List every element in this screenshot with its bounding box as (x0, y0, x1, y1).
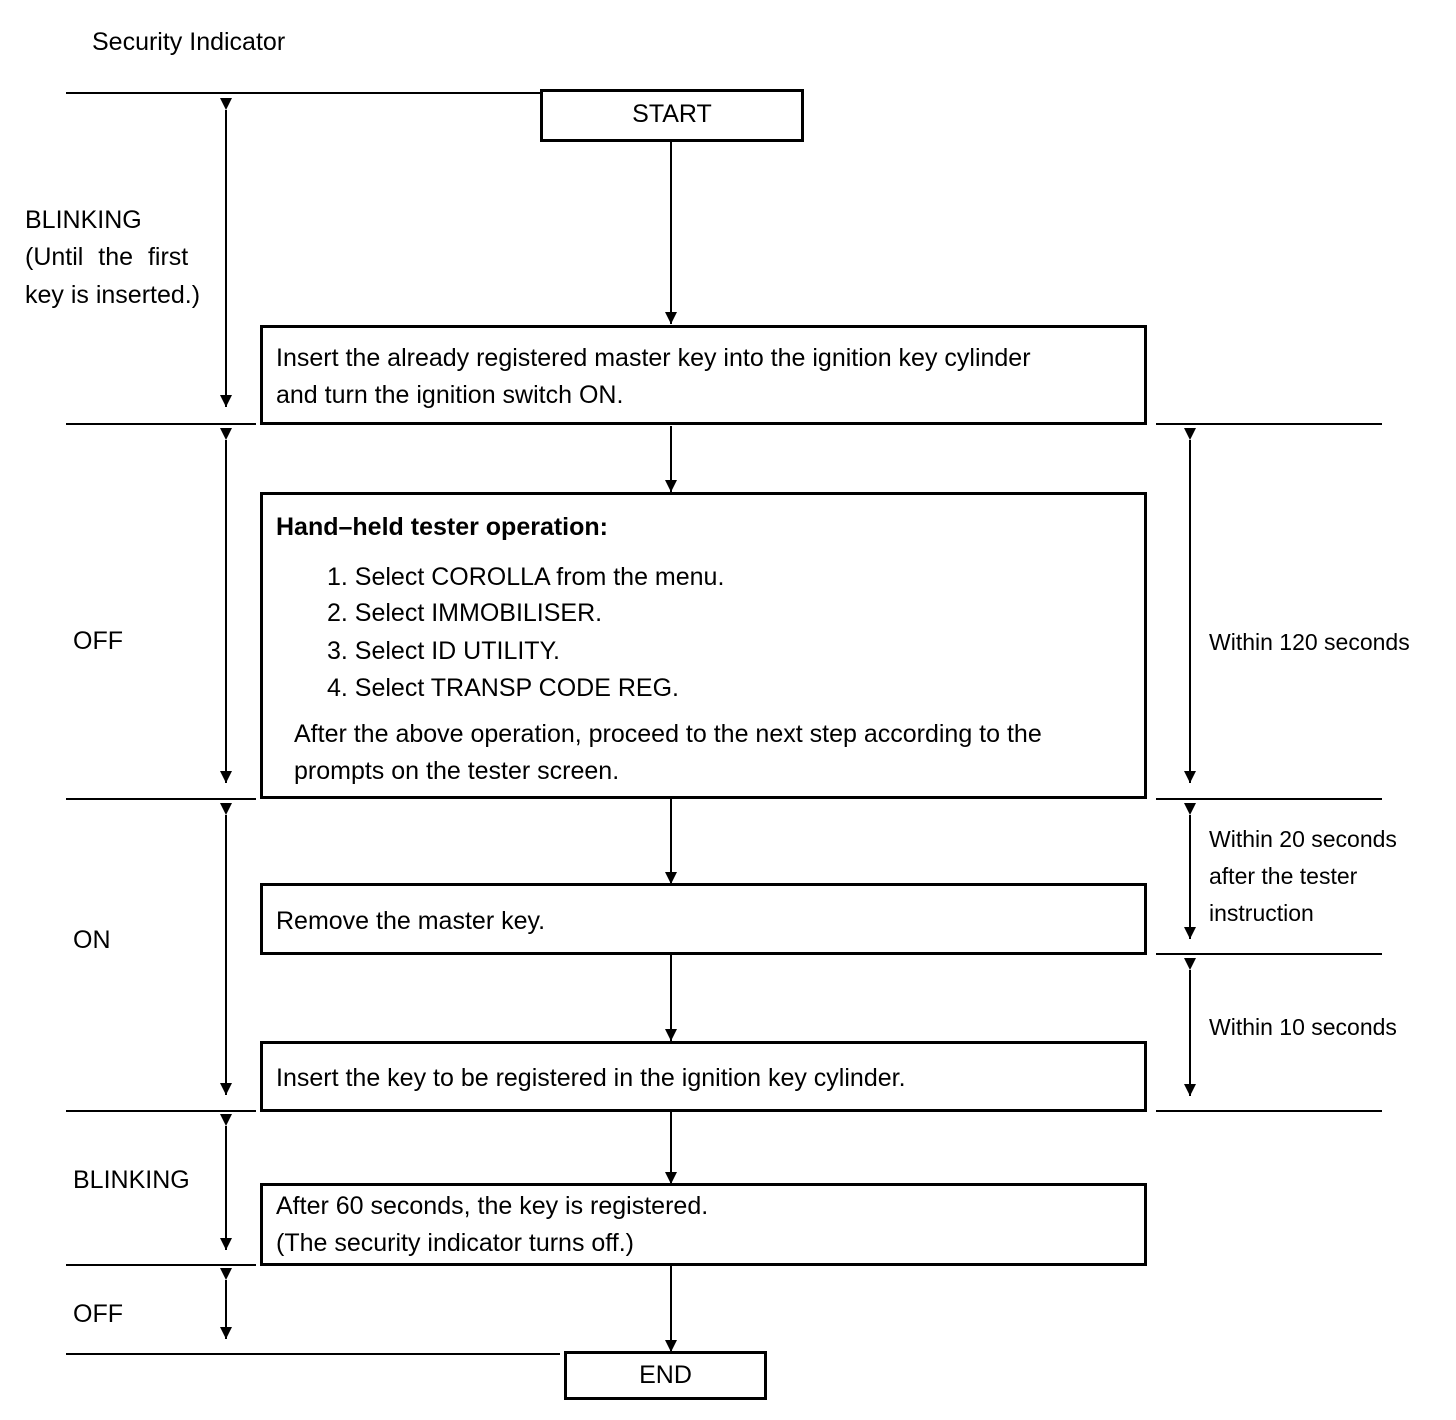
step-note: After the above operation, proceed to th… (294, 720, 1042, 748)
state-label-blinking: BLINKING (73, 1166, 190, 1194)
step-text: and turn the ignition switch ON. (276, 381, 624, 409)
step-key-registered: After 60 seconds, the key is registered.… (260, 1183, 1147, 1266)
step-list-item: 4. Select TRANSP CODE REG. (327, 674, 679, 702)
time-limit-label: instruction (1209, 900, 1314, 926)
state-label-off: OFF (73, 1300, 123, 1328)
step-text: (The security indicator turns off.) (276, 1229, 635, 1257)
step-text: After 60 seconds, the key is registered. (276, 1192, 709, 1220)
step-text: Insert the already registered master key… (276, 344, 1031, 372)
step-list-item: 1. Select COROLLA from the menu. (327, 563, 725, 591)
state-label-blinking-note: key is inserted.) (25, 281, 201, 309)
step-text: Insert the key to be registered in the i… (276, 1064, 906, 1092)
start-label: START (632, 100, 712, 128)
step-list-item: 2. Select IMMOBILISER. (327, 599, 603, 627)
step-list-item: 3. Select ID UTILITY. (327, 637, 560, 665)
step-text: Remove the master key. (276, 907, 546, 935)
step-remove-master-key: Remove the master key. (260, 883, 1147, 955)
state-label-blinking: BLINKING (25, 206, 142, 234)
end-label: END (639, 1361, 692, 1389)
state-label-on: ON (73, 926, 111, 954)
end-node: END (564, 1351, 767, 1400)
step-tester-operation: Hand–held tester operation: 1. Select CO… (260, 492, 1147, 799)
time-limit-label: Within 20 seconds (1209, 826, 1397, 852)
step-insert-master-key: Insert the already registered master key… (260, 325, 1147, 425)
step-note: prompts on the tester screen. (294, 757, 620, 785)
time-limit-label: Within 120 seconds (1209, 629, 1410, 655)
step-insert-new-key: Insert the key to be registered in the i… (260, 1041, 1147, 1112)
diagram-title: Security Indicator (92, 28, 286, 56)
step-heading: Hand–held tester operation: (276, 513, 608, 541)
state-label-off: OFF (73, 627, 123, 655)
start-node: START (540, 89, 804, 142)
state-label-blinking-note: (Until the first (25, 243, 189, 271)
time-limit-label: Within 10 seconds (1209, 1014, 1397, 1040)
time-limit-label: after the tester (1209, 863, 1358, 889)
